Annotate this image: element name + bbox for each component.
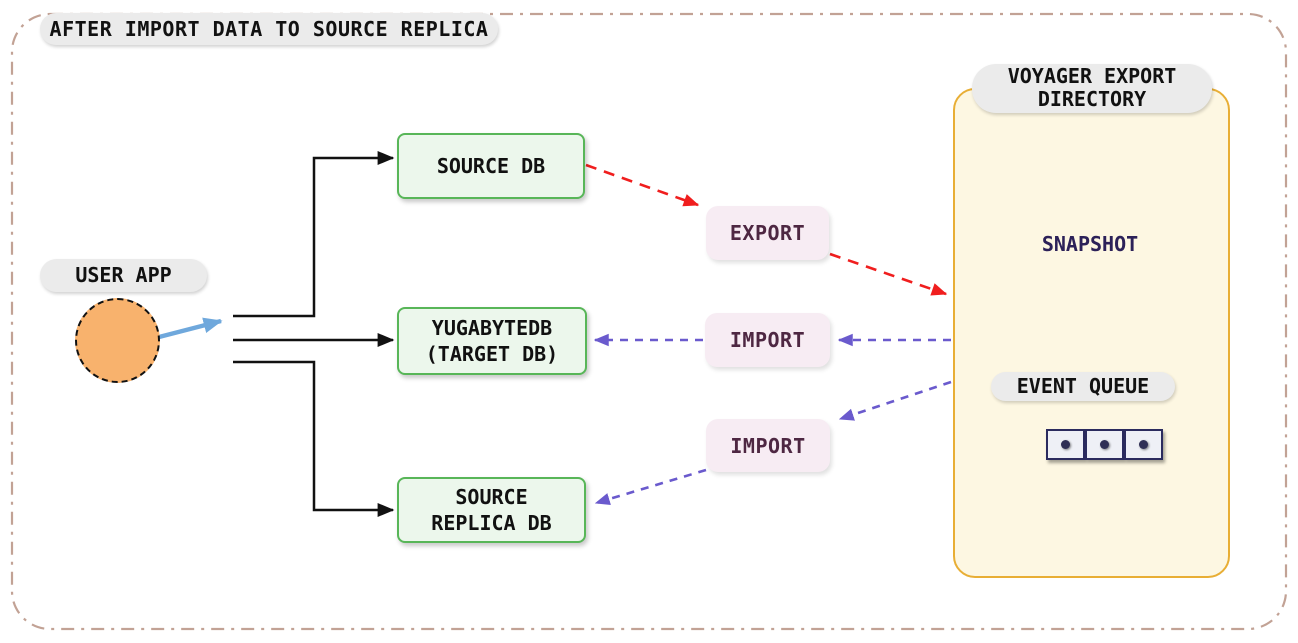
voyager-panel-title: VOYAGER EXPORT DIRECTORY — [972, 64, 1212, 113]
source-replica-label-line1: SOURCE — [455, 485, 528, 509]
user-app-arrow — [158, 317, 223, 340]
branch-connectors — [233, 151, 395, 517]
voyager-export-directory-panel — [953, 88, 1230, 578]
snapshot-label: SNAPSHOT — [1041, 232, 1139, 256]
queue-item-dot-icon — [1100, 440, 1109, 449]
target-db-label-line2: (TARGET DB) — [425, 342, 559, 366]
queue-cell — [1046, 429, 1085, 460]
diagram-title: AFTER IMPORT DATA TO SOURCE REPLICA — [40, 13, 498, 45]
branch-to-source-replica — [233, 360, 395, 517]
source-db-label: SOURCE DB — [436, 154, 546, 178]
queue-cell — [1124, 429, 1163, 460]
target-db-label-line1: YUGABYTEDB — [431, 316, 553, 340]
event-queue-label: EVENT QUEUE — [991, 372, 1175, 401]
voyager-panel-title-line1: VOYAGER EXPORT — [1007, 64, 1177, 88]
source-replica-label-line2: REPLICA DB — [431, 511, 552, 535]
voyager-panel-title-line2: DIRECTORY — [1037, 87, 1147, 111]
export-operation-label: EXPORT — [706, 206, 829, 260]
queue-item-dot-icon — [1139, 440, 1148, 449]
user-app-label: USER APP — [40, 259, 207, 292]
import-target-operation-label: IMPORT — [705, 313, 830, 367]
voyager-to-import-replica-arrow — [838, 380, 952, 421]
queue-item-dot-icon — [1061, 440, 1070, 449]
import-to-source-replica-arrow — [594, 468, 707, 506]
target-db-node: YUGABYTEDB (TARGET DB) — [397, 307, 587, 375]
queue-cell — [1085, 429, 1124, 460]
user-app-node — [75, 298, 160, 383]
source-replica-db-node: SOURCE REPLICA DB — [397, 477, 586, 543]
import-replica-operation-label: IMPORT — [706, 419, 830, 472]
source-db-to-export-arrow — [585, 163, 700, 207]
branch-to-source-db — [233, 151, 395, 318]
source-db-node: SOURCE DB — [397, 133, 585, 199]
export-to-voyager-arrow — [829, 252, 948, 296]
